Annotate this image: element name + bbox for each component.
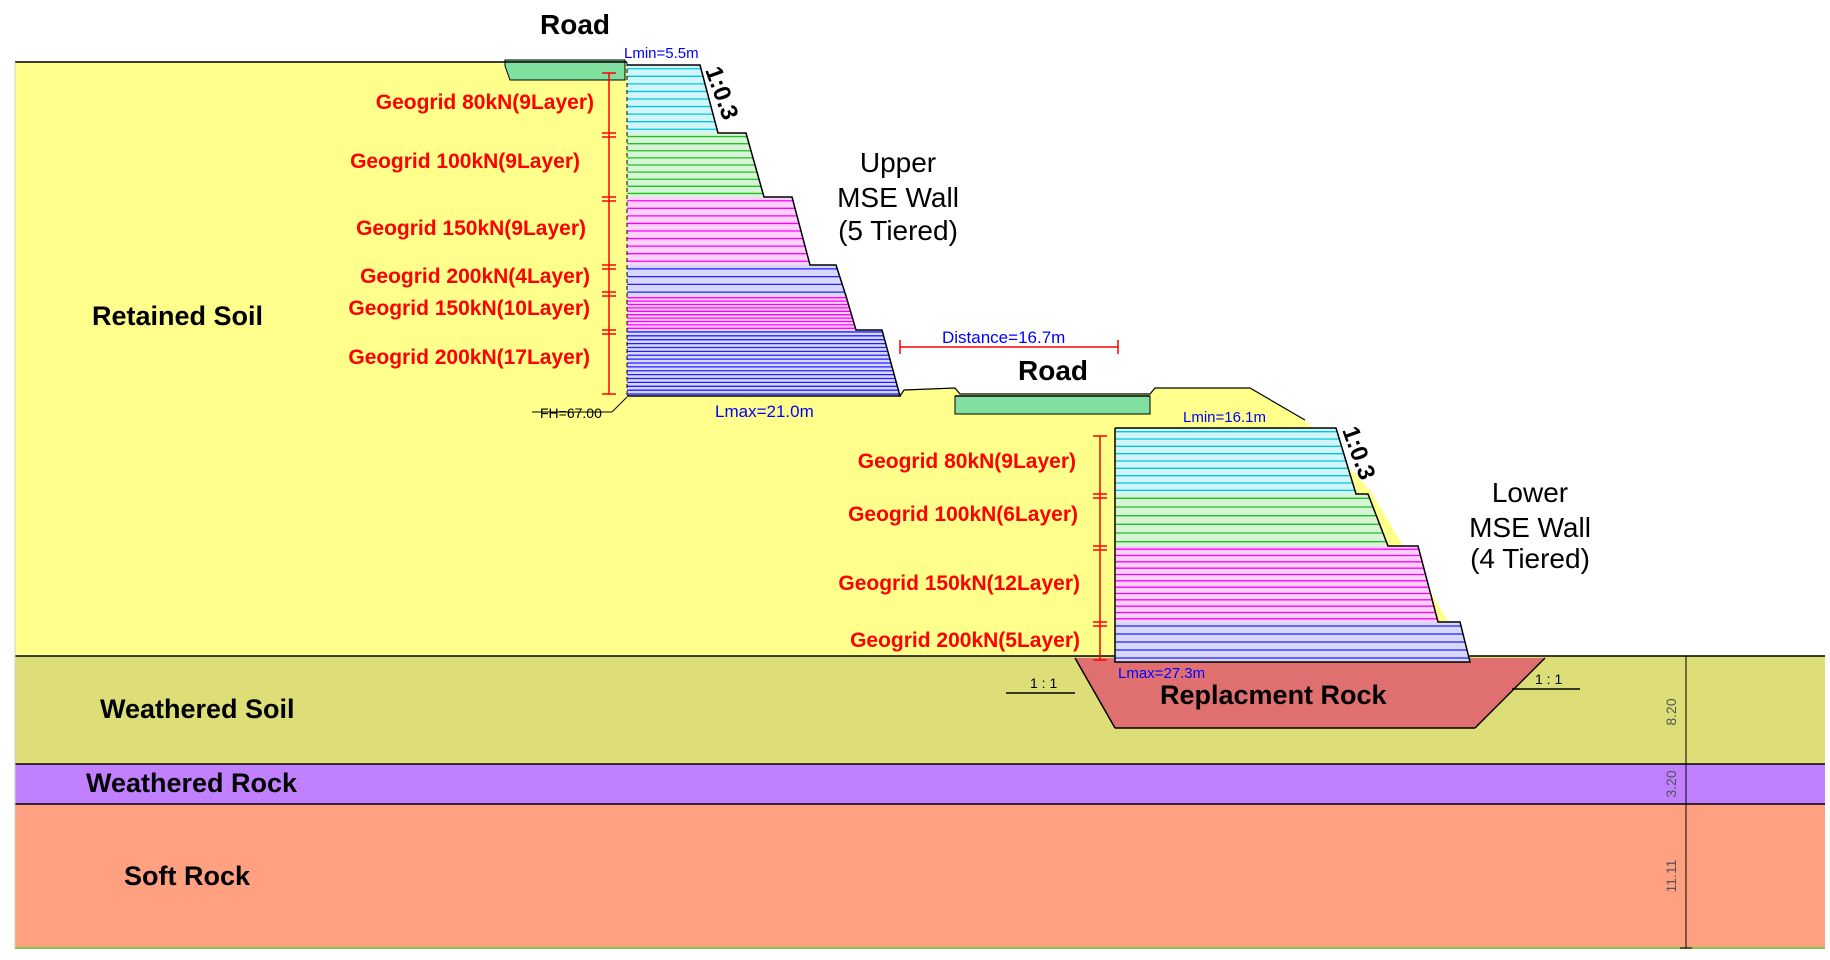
distance-dimension [899,340,1119,354]
soft-rock-label: Soft Rock [124,861,251,891]
lower-lmin-label: Lmin=16.1m [1183,409,1266,426]
replacement-left-edge [1074,657,1116,729]
thickness-weathered-rock: 3.20 [1663,770,1679,797]
right-replacement-slope: 1 : 1 [1535,671,1562,687]
lower-geogrid-label-3: Geogrid 150kN(12Layer) [838,572,1080,595]
lower-tier-3 [1115,546,1438,622]
upper-tier-5 [627,296,856,330]
upper-wall-outline [627,64,901,397]
fh-label: FH=67.00 [540,405,602,421]
upper-geogrid-label-1: Geogrid 80kN(9Layer) [376,91,594,114]
lower-geogrid-label-4: Geogrid 200kN(5Layer) [850,629,1080,652]
replacement-rock-label: Replacment Rock [1160,680,1388,710]
lower-wall-title-1: Lower [1492,477,1568,508]
upper-geogrid-label-6: Geogrid 200kN(17Layer) [348,346,590,369]
lower-geogrid-label-2: Geogrid 100kN(6Layer) [848,503,1078,526]
lower-tier-4 [1115,622,1470,662]
upper-geogrid-label-3: Geogrid 150kN(9Layer) [356,217,586,240]
upper-wall-title-3: (5 Tiered) [838,215,958,246]
lower-tier-2 [1115,494,1388,546]
thickness-soft-rock: 11.11 [1663,859,1679,892]
lower-tier-2-fill [1115,494,1388,546]
replacement-rock-area [1075,658,1545,728]
lower-geogrid-label-1: Geogrid 80kN(9Layer) [858,450,1076,473]
mid-bench-outline [899,387,1306,421]
upper-lmin-label: Lmin=5.5m [624,45,699,62]
upper-road-surface [504,59,626,81]
replacement-right-edge [1474,657,1546,729]
upper-wall-title-1: Upper [860,147,936,178]
lower-tier-1 [1115,428,1356,494]
upper-wall-title-2: MSE Wall [837,182,959,213]
retained-soil-label: Retained Soil [92,301,263,331]
weathered-soil-label: Weathered Soil [100,694,295,724]
upper-geogrid-label-4: Geogrid 200kN(4Layer) [360,265,590,288]
distance-label: Distance=16.7m [942,328,1065,347]
lower-wall-outline [1114,427,1471,663]
lower-wall-title-2: MSE Wall [1469,512,1591,543]
lower-tier-3-fill [1115,546,1438,622]
upper-tier-4-fill [627,265,846,296]
thickness-weathered-soil: 8.20 [1663,698,1679,725]
weathered-rock-label: Weathered Rock [86,768,298,798]
upper-geogrid-label-5: Geogrid 150kN(10Layer) [348,297,590,320]
upper-tier-6 [627,330,900,396]
fh-leader [611,396,628,413]
upper-road-label: Road [540,9,610,40]
upper-tier-2 [627,133,764,197]
lower-wall-tiers [1115,428,1470,662]
upper-lmax-label: Lmax=21.0m [715,402,814,421]
left-replacement-slope: 1 : 1 [1030,675,1057,691]
upper-geogrid-bracket [602,72,616,395]
lower-geogrid-bracket [1093,435,1107,661]
upper-tier-4 [627,265,846,296]
soft-rock-area [15,804,1825,948]
lower-lmax-label: Lmax=27.3m [1118,665,1205,682]
lower-road-label: Road [1018,355,1088,386]
lower-wall-title-3: (4 Tiered) [1470,543,1590,574]
thickness-dimension [1680,655,1692,949]
upper-tier-3 [627,197,810,265]
upper-geogrid-label-2: Geogrid 100kN(9Layer) [350,150,580,173]
weathered-rock-area [15,764,1825,804]
lower-road-surface [954,395,1151,415]
